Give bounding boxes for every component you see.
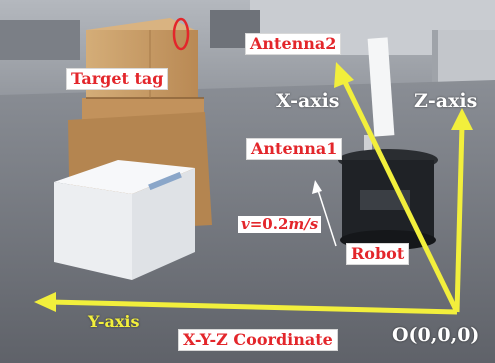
label-origin: O(0,0,0) <box>392 324 480 346</box>
antenna2-panel <box>367 37 395 137</box>
speed-value: =0.2 <box>249 215 289 233</box>
z-axis-arrow <box>454 124 465 313</box>
label-antenna2: Antenna2 <box>245 33 342 55</box>
speed-variable: v <box>241 215 250 233</box>
x-axis-arrowhead <box>334 62 354 88</box>
label-robot: Robot <box>346 243 410 265</box>
motion-arrow <box>317 189 337 247</box>
white-box-front <box>54 182 132 280</box>
label-z-axis: Z-axis <box>414 90 478 112</box>
y-axis-arrow <box>49 299 458 315</box>
white-box-logo <box>148 171 182 191</box>
z-axis-arrowhead <box>451 108 473 130</box>
speed-unit: m/s <box>288 215 319 233</box>
desk-left <box>0 20 80 60</box>
target-tag-marker <box>172 17 190 51</box>
white-box-side <box>132 168 195 280</box>
label-y-axis: Y-axis <box>88 312 140 331</box>
label-target-tag: Target tag <box>66 68 169 90</box>
label-x-axis: X-axis <box>276 90 340 112</box>
label-speed: v=0.2m/s <box>238 215 322 233</box>
motion-arrowhead <box>312 180 322 194</box>
label-antenna1: Antenna1 <box>246 138 343 160</box>
label-coordinate: X-Y-Z Coordinate <box>178 329 338 351</box>
y-axis-arrowhead <box>34 292 56 312</box>
x-axis-arrow <box>341 78 460 314</box>
white-box-top <box>54 160 195 194</box>
